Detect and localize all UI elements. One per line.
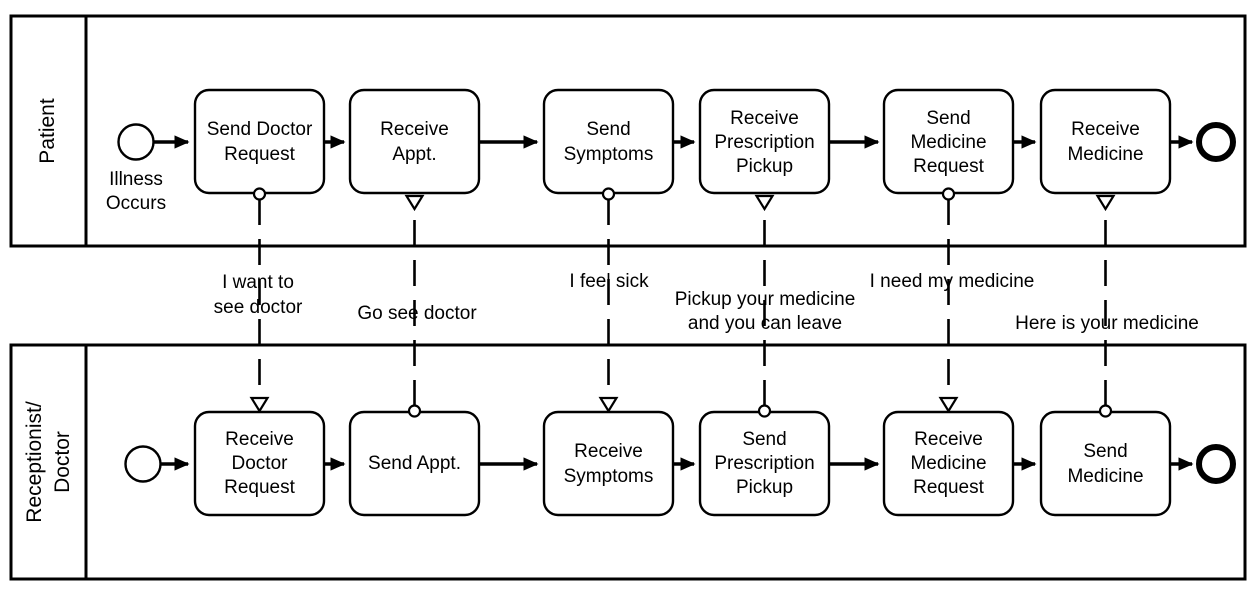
task-label-line1: Send bbox=[926, 108, 970, 129]
task-label-line1: Receive bbox=[225, 429, 294, 450]
task-send-doctor-request[interactable]: Send Doctor Request bbox=[193, 88, 326, 195]
task-label-line2: Prescription bbox=[714, 132, 814, 153]
message-label-m3-line1: I feel sick bbox=[569, 271, 649, 292]
message-flow-i-need-my-medicine[interactable] bbox=[938, 187, 959, 414]
task-label-line2: Medicine bbox=[1067, 466, 1143, 487]
pool-receptionist-doctor-label-line2: Doctor bbox=[51, 431, 74, 493]
message-target-triangle-icon bbox=[598, 396, 619, 414]
task-label-line3: Request bbox=[913, 477, 984, 498]
patient-end-event[interactable] bbox=[1196, 122, 1236, 162]
message-flow-pickup-your-medicine[interactable] bbox=[754, 194, 775, 418]
task-send-symptoms[interactable]: Send Symptoms bbox=[542, 88, 675, 195]
message-label-m5-line1: I need my medicine bbox=[870, 271, 1035, 292]
message-source-circle-icon bbox=[601, 187, 616, 201]
message-target-triangle-icon bbox=[754, 194, 775, 212]
task-label-line1: Send Appt. bbox=[368, 453, 461, 474]
task-send-appt[interactable]: Send Appt. bbox=[348, 410, 481, 517]
task-label-line3: Pickup bbox=[736, 477, 793, 498]
task-label-line1: Receive bbox=[730, 108, 799, 129]
task-label-line2: Symptoms bbox=[564, 144, 654, 165]
message-label-m1-line1: I want to bbox=[222, 272, 294, 293]
task-label-line2: Medicine bbox=[1067, 144, 1143, 165]
task-box[interactable] bbox=[1039, 410, 1172, 517]
message-target-triangle-icon bbox=[1095, 194, 1116, 212]
task-box[interactable] bbox=[542, 88, 675, 195]
task-box[interactable] bbox=[193, 88, 326, 195]
task-label-line1: Send bbox=[742, 429, 786, 450]
task-label-line1: Receive bbox=[914, 429, 983, 450]
task-label-line1: Send Doctor bbox=[207, 119, 313, 140]
task-label-line1: Send bbox=[1083, 441, 1127, 462]
task-label-line2: Medicine bbox=[910, 453, 986, 474]
task-receive-symptoms[interactable]: Receive Symptoms bbox=[542, 410, 675, 517]
task-label-line1: Receive bbox=[574, 441, 643, 462]
task-label-line2: Symptoms bbox=[564, 466, 654, 487]
message-flow-here-is-your-medicine[interactable] bbox=[1095, 194, 1116, 418]
task-label-line1: Receive bbox=[1071, 119, 1140, 140]
patient-start-event[interactable]: Illness Occurs bbox=[106, 123, 166, 215]
task-receive-medicine-request[interactable]: Receive Medicine Request bbox=[882, 410, 1015, 517]
message-label-m4-line2: and you can leave bbox=[688, 313, 842, 334]
task-label-line1: Receive bbox=[380, 119, 449, 140]
task-receive-medicine[interactable]: Receive Medicine bbox=[1039, 88, 1172, 195]
task-send-medicine-request[interactable]: Send Medicine Request bbox=[882, 88, 1015, 195]
task-label-line2: Appt. bbox=[392, 144, 436, 165]
task-receive-doctor-request[interactable]: Receive Doctor Request bbox=[193, 410, 326, 517]
message-label-m6-line1: Here is your medicine bbox=[1015, 313, 1199, 334]
message-flow-go-see-doctor[interactable] bbox=[404, 194, 425, 418]
task-box[interactable] bbox=[698, 88, 831, 195]
message-label-m1-line2: see doctor bbox=[214, 297, 303, 318]
message-source-circle-icon bbox=[1098, 404, 1113, 418]
task-label-line2: Medicine bbox=[910, 132, 986, 153]
task-receive-appt[interactable]: Receive Appt. bbox=[348, 88, 481, 195]
task-label-line2: Request bbox=[224, 144, 295, 165]
message-target-triangle-icon bbox=[938, 396, 959, 414]
pool-receptionist-doctor-label-line1: Receptionist/ bbox=[23, 401, 46, 523]
message-flow-i-feel-sick[interactable] bbox=[598, 187, 619, 414]
message-flow-labels: I want to see doctor Go see doctor I fee… bbox=[214, 271, 1199, 334]
start-event-label-line1: Illness bbox=[109, 169, 163, 190]
start-event-circle[interactable] bbox=[117, 123, 155, 161]
task-receive-prescription-pickup[interactable]: Receive Prescription Pickup bbox=[698, 88, 831, 195]
task-label-line1: Send bbox=[586, 119, 630, 140]
message-label-m4-line1: Pickup your medicine bbox=[675, 289, 856, 310]
task-label-line3: Request bbox=[913, 156, 984, 177]
task-box[interactable] bbox=[1039, 88, 1172, 195]
task-box[interactable] bbox=[348, 88, 481, 195]
task-box[interactable] bbox=[542, 410, 675, 517]
pool-patient-label: Patient bbox=[36, 98, 59, 164]
doctor-end-event[interactable] bbox=[1196, 444, 1236, 484]
message-source-circle-icon bbox=[757, 404, 772, 418]
message-label-m2-line1: Go see doctor bbox=[357, 303, 477, 324]
task-send-medicine[interactable]: Send Medicine bbox=[1039, 410, 1172, 517]
message-source-circle-icon bbox=[941, 187, 956, 201]
task-label-line3: Pickup bbox=[736, 156, 793, 177]
end-event-circle[interactable] bbox=[1196, 444, 1236, 484]
start-event-label-line2: Occurs bbox=[106, 193, 166, 214]
task-label-line2: Prescription bbox=[714, 453, 814, 474]
end-event-circle[interactable] bbox=[1196, 122, 1236, 162]
task-label-line2: Doctor bbox=[232, 453, 289, 474]
message-source-circle-icon bbox=[407, 404, 422, 418]
message-target-triangle-icon bbox=[249, 396, 270, 414]
message-source-circle-icon bbox=[252, 187, 267, 201]
task-send-prescription-pickup[interactable]: Send Prescription Pickup bbox=[698, 410, 831, 517]
doctor-start-event[interactable] bbox=[124, 445, 162, 483]
pool-receptionist-doctor: Receptionist/ Doctor Receive Doctor Requ… bbox=[9, 343, 1247, 581]
message-target-triangle-icon bbox=[404, 194, 425, 212]
task-label-line3: Request bbox=[224, 477, 295, 498]
message-flow-i-want-to-see-doctor[interactable] bbox=[249, 187, 270, 414]
pool-patient: Patient Illness Occurs Send Doctor Reque… bbox=[9, 14, 1247, 248]
start-event-circle[interactable] bbox=[124, 445, 162, 483]
